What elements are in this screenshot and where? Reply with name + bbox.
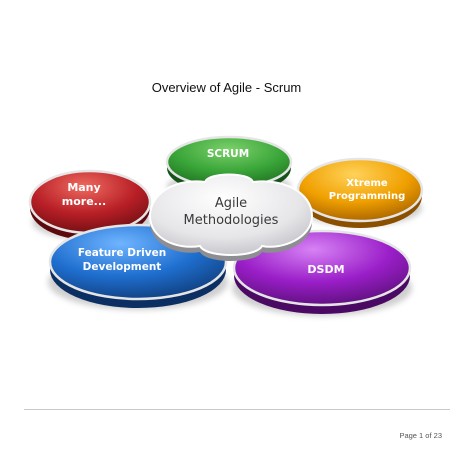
footer-divider: [24, 409, 450, 410]
page-title: Overview of Agile - Scrum: [151, 80, 302, 95]
petal-dsdm-label: DSDM: [307, 263, 344, 276]
petal-fdd-line2: Development: [83, 261, 162, 273]
center-label-line2: Methodologies: [184, 213, 279, 228]
petal-many-more: Many more...: [28, 169, 152, 240]
petal-xtreme-line2: Programming: [329, 191, 406, 202]
petal-many-more-line2: more...: [62, 195, 106, 208]
petal-many-more-line1: Many: [67, 181, 100, 194]
center-label-line1: Agile: [215, 196, 247, 211]
petal-fdd-line1: Feature Driven: [78, 247, 166, 259]
petal-scrum-label: SCRUM: [207, 148, 249, 160]
center-agile-methodologies: Agile Methodologies: [148, 173, 314, 261]
petal-xtreme-line1: Xtreme: [346, 178, 388, 189]
page-number: Page 1 of 23: [399, 431, 442, 440]
petal-xtreme-programming: Xtreme Programming: [296, 157, 424, 228]
